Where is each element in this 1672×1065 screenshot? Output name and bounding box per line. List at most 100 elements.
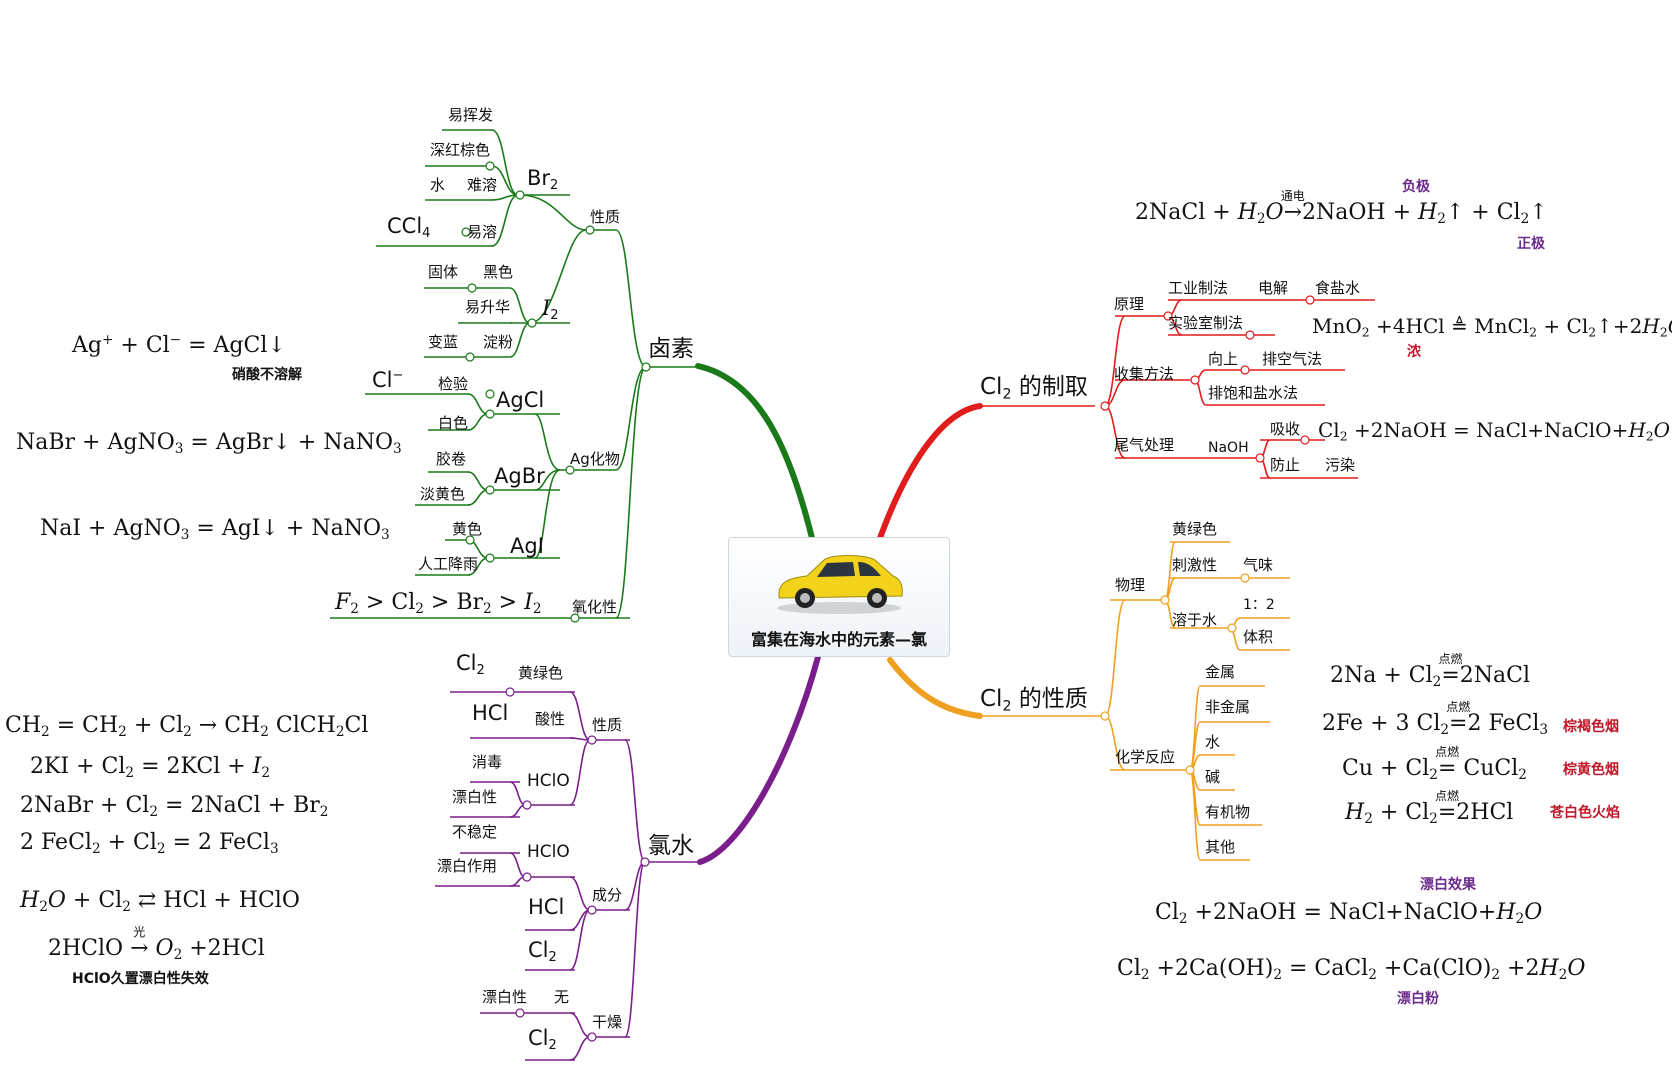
chloride-ion: Cl− [372, 368, 404, 392]
br2-node[interactable]: Br2 [527, 166, 559, 193]
eq-agcl-note: 硝酸不溶解 [232, 367, 302, 383]
tail-pollute: 污染 [1325, 456, 1356, 474]
agcl-test: 检验 [438, 375, 469, 393]
chem-organic: 有机物 [1205, 803, 1251, 821]
water-cl2: Cl2 [456, 651, 485, 678]
collect-upward: 向上 [1208, 350, 1239, 368]
br2-water: 水 [430, 176, 446, 194]
dry-node[interactable]: 干燥 [592, 1013, 623, 1031]
oxidizing-order: F2 > Cl2 > Br2 > I2 [335, 590, 542, 618]
eq-ki: 2KI + Cl2 = 2KCl + I2 [30, 754, 271, 782]
bleach-effect-label: 漂白效果 [1420, 877, 1476, 893]
car-icon [777, 555, 903, 614]
i2-starch: 淀粉 [483, 333, 514, 351]
eq-naoh: Cl2 +2NaOH = NaCl+NaClO+H2O [1155, 900, 1543, 928]
ignite-label-3: 点燃 [1435, 745, 1460, 759]
principle-node[interactable]: 原理 [1114, 295, 1145, 313]
agbr-film: 胶卷 [436, 450, 467, 468]
water-bleach: 漂白性 [452, 788, 498, 806]
cucl2-note: 棕黄色烟 [1563, 762, 1619, 778]
branch-prep [877, 403, 983, 541]
physical-node[interactable]: 物理 [1115, 576, 1146, 594]
hcl-note: 苍白色火焰 [1550, 805, 1620, 821]
anode-label: 正极 [1517, 236, 1545, 252]
phys-dissolve: 溶于水 [1172, 611, 1218, 629]
br2-insoluble: 难溶 [467, 176, 498, 194]
ignite-label-4: 点燃 [1435, 789, 1460, 803]
dry-bleach: 漂白性 [482, 988, 528, 1006]
dry-cl2: Cl2 [528, 1026, 557, 1053]
agi-node[interactable]: AgI [510, 534, 544, 558]
water-yellowgreen: 黄绿色 [518, 664, 564, 682]
light-label: 光 [133, 925, 146, 939]
eq-caoh: Cl2 +2Ca(OH)2 = CaCl2 +Ca(ClO)2 +2H2O [1117, 956, 1586, 984]
halogen-properties-node[interactable]: 性质 [590, 208, 621, 226]
chem-metal: 金属 [1205, 663, 1236, 681]
prep-node[interactable]: Cl2 的制取 [980, 374, 1088, 403]
i2-solid: 固体 [428, 263, 459, 281]
bleach-powder-label: 漂白粉 [1397, 991, 1439, 1007]
tail-node[interactable]: 尾气处理 [1114, 436, 1175, 454]
eq-agbr: NaBr + AgNO3 = AgBr↓ + NaNO3 [16, 430, 402, 458]
i2-sublime: 易升华 [465, 298, 511, 316]
phys-volume: 体积 [1243, 628, 1274, 646]
oxidizing-node[interactable]: 氧化性 [572, 598, 618, 616]
halogen-node[interactable]: 卤素 [648, 336, 694, 362]
lab-method: 实验室制法 [1168, 314, 1244, 332]
phys-irritant: 刺激性 [1172, 556, 1218, 574]
agcl-node[interactable]: AgCl [496, 388, 545, 412]
eq-ethylene: CH2 = CH2 + Cl2 → CH2 ClCH2Cl [5, 713, 369, 741]
chem-water: 水 [1205, 733, 1221, 751]
i2-black: 黑色 [483, 263, 514, 281]
eq-tail: Cl2 +2NaOH = NaCl+NaClO+H2O [1318, 418, 1671, 444]
water-acid: 酸性 [535, 710, 566, 728]
agi-rain: 人工降雨 [418, 555, 479, 573]
electrolysis: 电解 [1258, 279, 1289, 297]
chlorine-water-node[interactable]: 氯水 [648, 833, 694, 859]
eq-lab: MnO2 +4HCl ≜ MnCl2 + Cl2↑+2H2O [1312, 314, 1672, 340]
power-label: 通电 [1280, 189, 1305, 203]
collect-air: 排空气法 [1262, 350, 1323, 368]
branch-halogen [695, 363, 815, 541]
agcl-white: 白色 [438, 414, 469, 432]
conc-note: 浓 [1407, 344, 1421, 360]
chem-nonmetal: 非金属 [1205, 698, 1251, 716]
props-node[interactable]: Cl2 的性质 [980, 686, 1088, 715]
ag-compounds-node[interactable]: Ag化物 [570, 450, 620, 468]
tail-absorb: 吸收 [1270, 420, 1301, 438]
hclo-note: HClO久置漂白性失效 [72, 971, 209, 987]
center-title: 富集在海水中的元素—氯 [750, 630, 927, 649]
water-components-node[interactable]: 成分 [592, 886, 623, 904]
fecl3-note: 棕褐色烟 [1563, 719, 1619, 735]
collect-node[interactable]: 收集方法 [1114, 365, 1175, 383]
branch-props [887, 657, 983, 719]
branch-water [697, 654, 821, 865]
eq-water: H2O + Cl2 ⇄ HCl + HClO [20, 888, 300, 916]
water-disinfect: 消毒 [472, 753, 503, 771]
cathode-label: 负极 [1402, 179, 1430, 195]
i2-node[interactable]: I2 [542, 296, 559, 323]
br2-color: 深红棕色 [430, 141, 491, 159]
br2-soluble: 易溶 [467, 223, 498, 241]
br2-solvent: CCl4 [387, 214, 431, 241]
chemical-node[interactable]: 化学反应 [1115, 748, 1176, 766]
phys-smell: 气味 [1243, 556, 1274, 574]
comp-bleaching: 漂白作用 [437, 857, 498, 875]
center-node[interactable]: 富集在海水中的元素—氯 [728, 537, 950, 657]
ignite-label-2: 点燃 [1446, 700, 1471, 714]
brine: 食盐水 [1315, 279, 1361, 297]
agbr-node[interactable]: AgBr [494, 464, 545, 488]
br2-volatile: 易挥发 [448, 106, 494, 124]
agbr-yellowish: 淡黄色 [420, 485, 466, 503]
industrial-method: 工业制法 [1168, 279, 1229, 297]
water-properties-node[interactable]: 性质 [592, 716, 623, 734]
chem-base: 碱 [1205, 768, 1221, 786]
comp-cl2: Cl2 [528, 938, 557, 965]
phys-color: 黄绿色 [1172, 520, 1218, 538]
eq-agi: NaI + AgNO3 = AgI↓ + NaNO3 [40, 516, 390, 544]
